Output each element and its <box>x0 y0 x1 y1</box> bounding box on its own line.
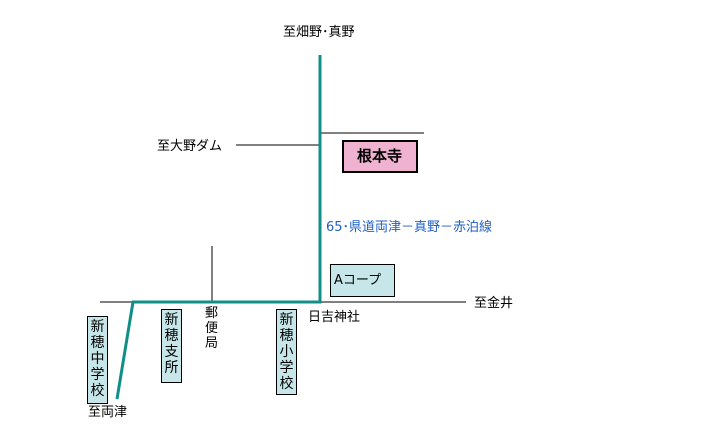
direction-east-label: 至金井 <box>474 296 514 311</box>
shrine-label: 日吉神社 <box>308 310 361 325</box>
coop-label: Aコープ <box>334 273 382 288</box>
post-office-label: 郵便局 <box>204 306 218 351</box>
temple-label: 根本寺 <box>357 147 403 165</box>
temple-box: 根本寺 <box>342 140 418 173</box>
direction-south-label: 至両津 <box>88 405 128 420</box>
elementary-school-box: 新穂小学校 <box>276 309 297 395</box>
middle-school-label: 新穂中学校 <box>90 319 105 399</box>
coop-box: Aコープ <box>330 264 395 297</box>
branch-office-box: 新穂支所 <box>161 309 182 383</box>
direction-west-label: 至大野ダム <box>157 139 223 154</box>
elementary-school-label: 新穂小学校 <box>279 312 294 392</box>
direction-north-label: 至畑野･真野 <box>283 25 355 40</box>
prefectural-route-line <box>115 55 322 400</box>
middle-school-box: 新穂中学校 <box>87 316 108 404</box>
branch-office-label: 新穂支所 <box>164 312 179 376</box>
route-label: 65･県道両津－真野－赤泊線 <box>326 220 493 235</box>
